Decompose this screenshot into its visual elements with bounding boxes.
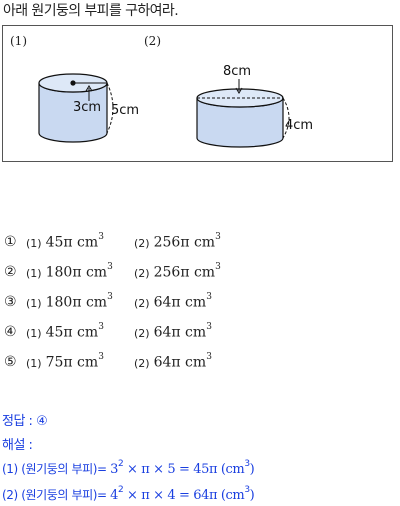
cylinders-illustration: 3cm 5cm 8cm 4cm bbox=[38, 64, 313, 148]
choice-marker: ② bbox=[4, 264, 17, 280]
answer-2: 256π cm bbox=[153, 234, 216, 251]
figure-box: (1) (2) 3cm 5cm 8cm 4cm bbox=[2, 25, 393, 162]
part-label: (1) bbox=[26, 236, 42, 250]
exponent: 3 bbox=[215, 262, 221, 272]
part-label: (2) bbox=[134, 356, 150, 370]
exponent: 3 bbox=[107, 292, 113, 302]
exponent: 3 bbox=[107, 262, 113, 272]
height-label-1: 5cm bbox=[111, 103, 139, 118]
part-label: (2) bbox=[134, 296, 150, 310]
exponent: 3 bbox=[206, 322, 212, 332]
exp-unit-power: 3 bbox=[244, 485, 250, 495]
part-label: (2) bbox=[134, 236, 150, 250]
exponent: 3 bbox=[98, 232, 104, 242]
choice-marker: ① bbox=[4, 234, 17, 250]
answer-2: 64π cm bbox=[153, 324, 207, 341]
exp-unit-power: 3 bbox=[244, 459, 250, 469]
exponent: 3 bbox=[98, 322, 104, 332]
choice-marker: ④ bbox=[4, 324, 17, 340]
cylinder-2: 8cm 4cm bbox=[196, 64, 313, 148]
exponent: 3 bbox=[98, 352, 104, 362]
exponent: 3 bbox=[206, 292, 212, 302]
cylinder-1: 3cm 5cm bbox=[38, 73, 139, 143]
answer-2: 64π cm bbox=[153, 354, 207, 371]
explanation-line-1: (1) (원기둥의 부피)= 32 × π × 5 = 45π (cm3) bbox=[2, 459, 255, 477]
exp-power: 2 bbox=[117, 459, 124, 469]
exp-rest: × π × 4 = 64π (cm bbox=[123, 488, 245, 503]
height-label-2: 4cm bbox=[285, 118, 313, 133]
part-label: (2) bbox=[134, 266, 150, 280]
part-label: (1) bbox=[26, 356, 42, 370]
answer-1: 180π cm bbox=[45, 264, 108, 281]
answer-1: 45π cm bbox=[45, 234, 99, 251]
answer-2: 256π cm bbox=[153, 264, 216, 281]
answer-1: 45π cm bbox=[45, 324, 99, 341]
part-label: (2) bbox=[134, 326, 150, 340]
exp-prefix: (1) (원기둥의 부피)= bbox=[2, 462, 111, 476]
answer-1: 180π cm bbox=[45, 294, 108, 311]
figure-label-1: (1) bbox=[10, 34, 27, 48]
part-label: (1) bbox=[26, 296, 42, 310]
exp-close: ) bbox=[249, 462, 255, 477]
exp-prefix: (2) (원기둥의 부피)= bbox=[2, 488, 111, 502]
choice-marker: ③ bbox=[4, 294, 17, 310]
exp-close: ) bbox=[249, 488, 255, 503]
exponent: 3 bbox=[206, 352, 212, 362]
radius-label-1: 3cm bbox=[73, 100, 101, 115]
explanation-label: 해설 : bbox=[2, 438, 33, 453]
answer-label: 정답 : ④ bbox=[2, 414, 48, 429]
answer-1: 75π cm bbox=[45, 354, 99, 371]
answer-2: 64π cm bbox=[153, 294, 207, 311]
exp-power: 2 bbox=[117, 485, 124, 495]
exp-rest: × π × 5 = 45π (cm bbox=[123, 462, 245, 477]
part-label: (1) bbox=[26, 266, 42, 280]
figure-label-2: (2) bbox=[144, 34, 161, 48]
exp-base: 4 bbox=[110, 488, 118, 503]
exp-base: 3 bbox=[110, 462, 118, 477]
explanation-line-2: (2) (원기둥의 부피)= 42 × π × 4 = 64π (cm3) bbox=[2, 485, 255, 503]
question-text: 아래 원기둥의 부피를 구하여라. bbox=[3, 3, 179, 19]
part-label: (1) bbox=[26, 326, 42, 340]
choice-marker: ⑤ bbox=[4, 354, 17, 370]
diameter-label-2: 8cm bbox=[223, 64, 251, 79]
exponent: 3 bbox=[215, 232, 221, 242]
